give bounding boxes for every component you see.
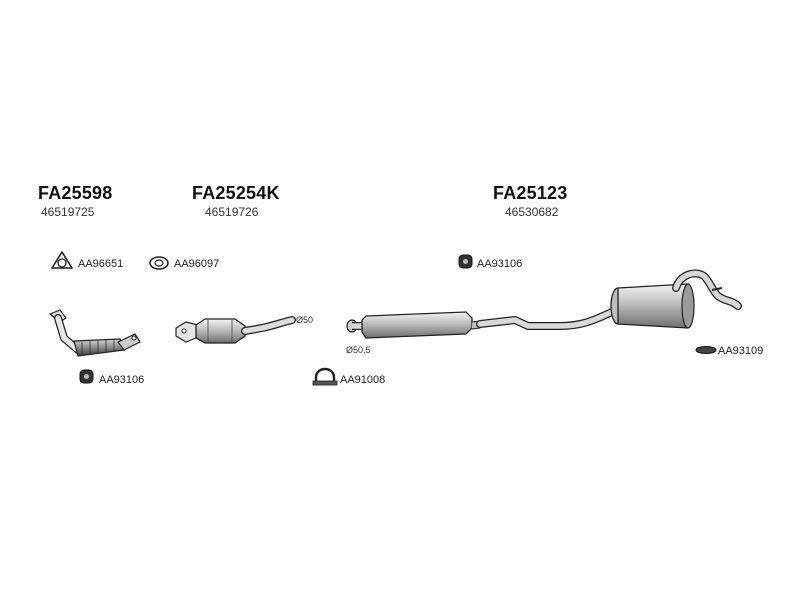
label-mount-center: AA93106 — [477, 258, 523, 270]
group-ref-catalyst: FA25254K — [192, 183, 280, 203]
rubber-mount-center-icon — [458, 254, 473, 269]
group-ref-exhaust-system: FA25123 — [493, 183, 568, 203]
dimension-mid-inlet: Ø50,5 — [346, 345, 371, 355]
label-gasket-oval: AA96097 — [174, 258, 220, 270]
label-mount-left: AA93106 — [99, 374, 145, 386]
rubber-mount-left-icon — [79, 369, 94, 384]
hanger-right-icon — [695, 346, 717, 354]
front-pipe-icon — [48, 309, 141, 357]
clamp-icon — [312, 367, 338, 386]
group-ref-front-pipe: FA25598 — [38, 183, 113, 203]
label-clamp: AA91008 — [340, 374, 386, 386]
exhaust-system-icon — [346, 269, 742, 339]
catalytic-converter-icon — [175, 316, 296, 344]
dimension-cat-outlet: Ø50 — [296, 315, 314, 325]
label-gasket-triangle: AA96651 — [78, 258, 124, 270]
gasket-triangle-icon — [51, 251, 73, 269]
group-oe-catalyst: 46519726 — [205, 205, 259, 219]
gasket-oval-icon — [149, 256, 169, 270]
label-hanger-right: AA93109 — [718, 345, 764, 357]
group-oe-exhaust-system: 46530682 — [505, 205, 559, 219]
group-oe-front-pipe: 46519725 — [41, 205, 95, 219]
